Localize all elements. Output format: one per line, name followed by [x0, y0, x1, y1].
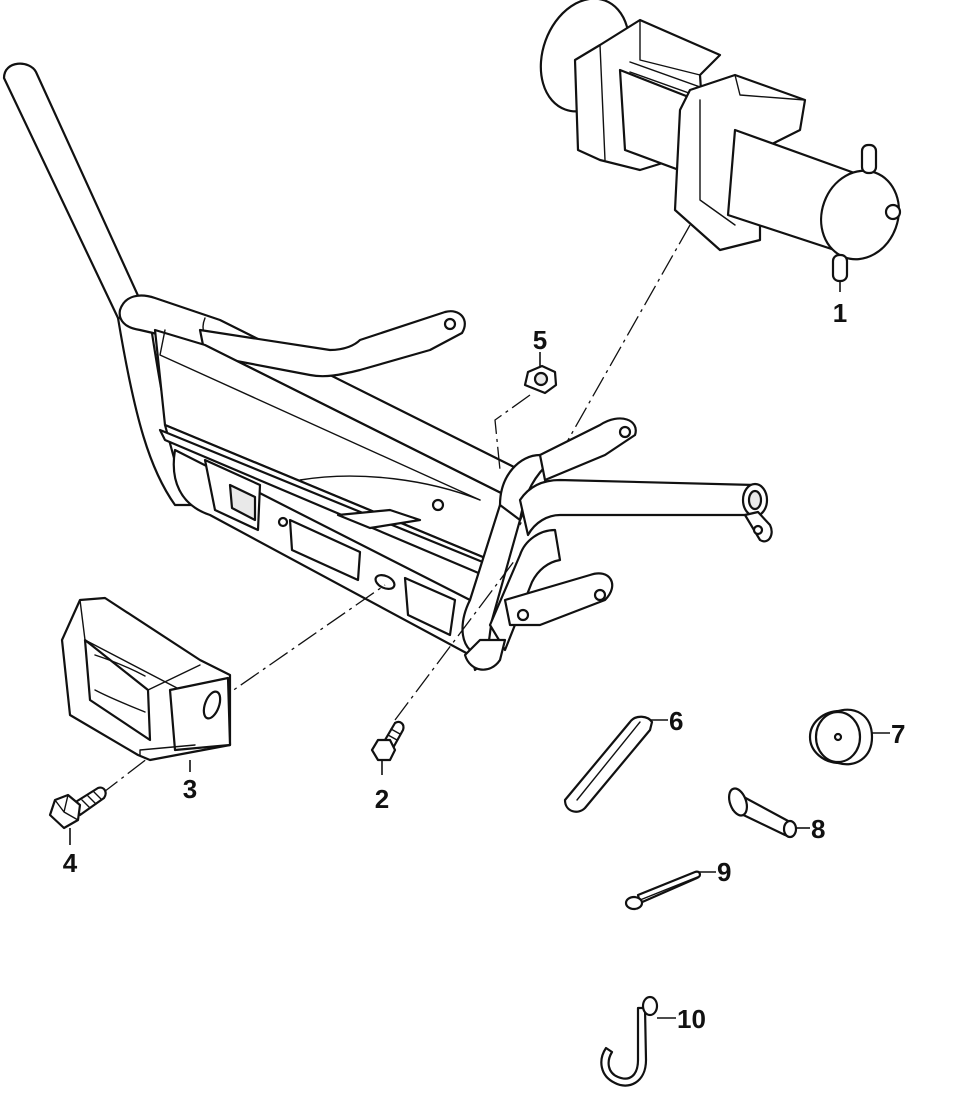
- flange-bolt-small: [370, 720, 405, 762]
- callout-10: 10: [677, 1004, 706, 1034]
- alignment-line-bolt-4: [99, 744, 166, 796]
- cable-hook: [600, 995, 659, 1087]
- alignment-line-nut: [494, 394, 531, 471]
- callout-6: 6: [669, 706, 683, 736]
- callout-5: 5: [533, 325, 547, 355]
- alignment-line-fairlead: [211, 584, 386, 706]
- winch: [539, 0, 902, 283]
- callout-1: 1: [833, 298, 847, 328]
- callout-4: 4: [63, 848, 78, 878]
- rubber-stopper: [808, 708, 874, 766]
- bumper-frame: [2, 62, 773, 672]
- callout-7: 7: [891, 719, 905, 749]
- flange-bolt-large: [48, 786, 107, 830]
- callout-8: 8: [811, 814, 825, 844]
- callout-2: 2: [375, 784, 389, 814]
- callout-3: 3: [183, 774, 197, 804]
- flange-nut: [523, 364, 558, 395]
- roller-fairlead: [60, 596, 232, 762]
- callout-9: 9: [717, 857, 731, 887]
- cotter-pin: [624, 870, 701, 911]
- hook-strap: [563, 715, 654, 813]
- clevis-pin: [727, 787, 798, 839]
- alignment-line-bolt-2: [394, 559, 516, 721]
